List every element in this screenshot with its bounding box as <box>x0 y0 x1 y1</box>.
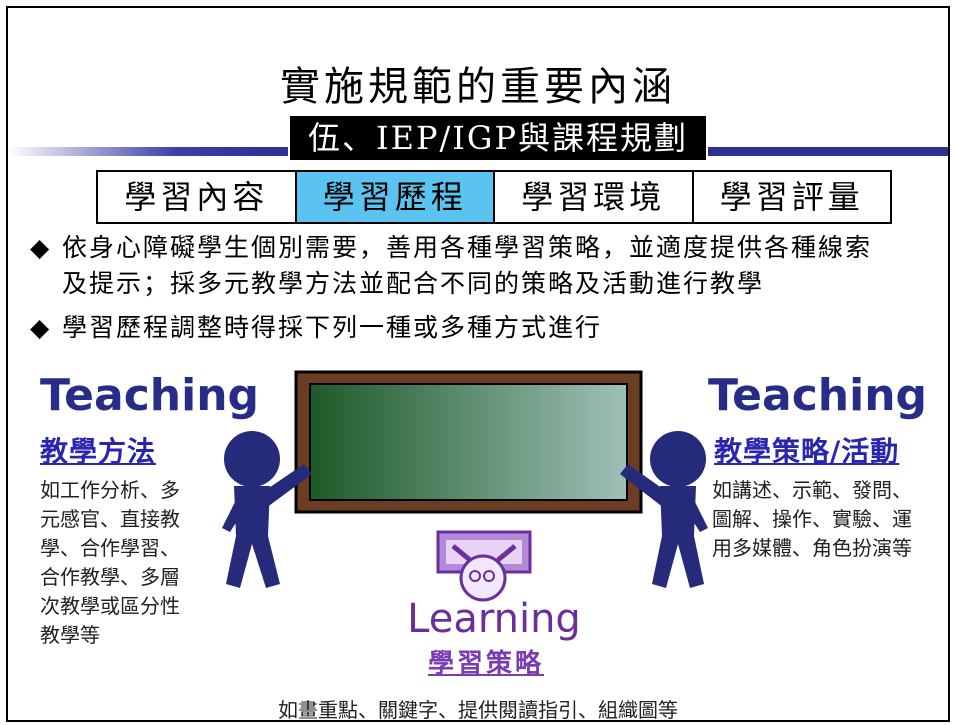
teacher-figure-right-icon <box>620 431 708 588</box>
diamond-bullet-icon: ◆ <box>30 313 52 342</box>
learning-strategies-link[interactable]: 學習策略 <box>428 649 545 679</box>
illustration <box>222 370 708 602</box>
page-title: 實施規範的重要內涵 <box>280 64 676 110</box>
tab-learning-environment[interactable]: 學習環境 <box>495 172 694 222</box>
teaching-heading-right: Teaching <box>708 370 928 421</box>
desc-line: 如工作分析、多 <box>40 478 180 502</box>
chalkboard-icon <box>294 370 643 514</box>
bullet-text-line: 依身心障礙學生個別需要，善用各種學習策略，並適度提供各種線索 <box>62 233 873 262</box>
teaching-methods-link[interactable]: 教學方法 <box>40 435 157 468</box>
title-rule-right <box>708 147 948 156</box>
tab-learning-assessment[interactable]: 學習評量 <box>719 178 864 216</box>
topic-tabs: 學習內容 學習歷程 學習環境 學習評量 <box>96 170 892 224</box>
bullet-item: ◆ 依身心障礙學生個別需要，善用各種學習策略，並適度提供各種線索 及提示；採多元教… <box>30 230 930 302</box>
desc-line: 用多媒體、角色扮演等 <box>712 536 912 560</box>
slide: 實施規範的重要內涵 伍、IEP/IGP與課程規劃 學習內容 學習歷程 學習環境 … <box>6 6 950 722</box>
desc-line: 圖解、操作、實驗、運 <box>712 507 912 531</box>
bullet-text-line: 及提示；採多元教學方法並配合不同的策略及活動進行教學 <box>62 269 765 298</box>
tab-learning-process[interactable]: 學習歷程 <box>296 172 495 222</box>
desc-line: 學、合作學習、 <box>40 536 180 560</box>
learning-heading: Learning <box>407 596 581 642</box>
diamond-bullet-icon: ◆ <box>30 233 52 262</box>
bullet-text-line: 學習歷程調整時得採下列一種或多種方式進行 <box>62 313 603 342</box>
desc-line: 元感官、直接教 <box>40 507 180 531</box>
section-subtitle: 伍、IEP/IGP與課程規劃 <box>290 116 706 160</box>
desc-line: 教學等 <box>40 623 100 647</box>
title-rule-left <box>8 147 288 156</box>
teacher-figure-left-icon <box>222 431 312 588</box>
learner-icon <box>436 530 532 602</box>
teaching-methods-desc: 如工作分析、多 元感官、直接教 學、合作學習、 合作教學、多層 次教學或區分性 … <box>40 476 180 650</box>
desc-line: 合作教學、多層 <box>40 565 180 589</box>
teaching-heading-left: Teaching <box>40 370 260 421</box>
desc-line: 如講述、示範、發問、 <box>712 478 912 502</box>
teaching-strategies-desc: 如講述、示範、發問、 圖解、操作、實驗、運 用多媒體、角色扮演等 <box>712 476 912 563</box>
teaching-strategies-link[interactable]: 教學策略/活動 <box>714 435 900 468</box>
desc-line: 次教學或區分性 <box>40 594 180 618</box>
learning-strategies-desc: 如畫重點、關鍵字、提供閱讀指引、組織圖等 <box>278 698 678 722</box>
tab-learning-content[interactable]: 學習內容 <box>98 172 297 222</box>
bullet-item: ◆ 學習歷程調整時得採下列一種或多種方式進行 <box>30 310 602 346</box>
